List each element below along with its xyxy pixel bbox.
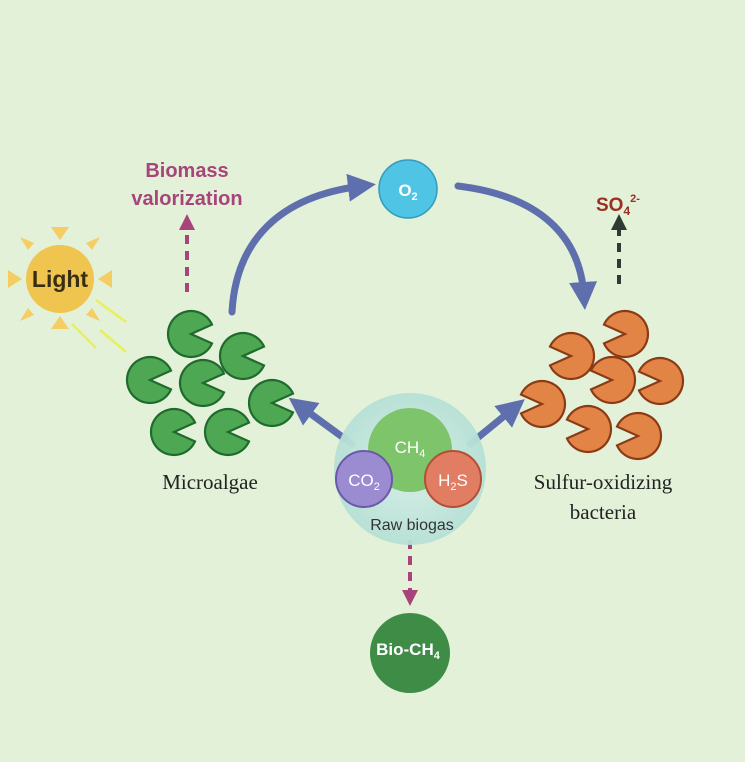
o2-subscript: 2 bbox=[412, 191, 418, 203]
biomass-label-line2: valorization bbox=[131, 188, 242, 210]
bio-ch4-bubble: Bio-CH4 bbox=[370, 613, 450, 693]
arrow-algae-to-o2 bbox=[228, 173, 376, 316]
h2s-label-end: S bbox=[457, 471, 468, 490]
bacteria-label-line2: bacteria bbox=[570, 500, 637, 524]
ch4-subscript: 4 bbox=[419, 448, 425, 460]
so4-subscript: 4 bbox=[623, 204, 630, 218]
o2-bubble: O2 bbox=[378, 159, 438, 219]
bio-ch4-label: Bio-CH bbox=[376, 640, 434, 659]
bio-ch4-subscript: 4 bbox=[434, 650, 441, 662]
h2s-label: H bbox=[438, 471, 450, 490]
bacteria-cluster bbox=[519, 309, 685, 461]
microalgae-cell-icon bbox=[149, 407, 197, 457]
microalgae-cell-icon bbox=[178, 358, 226, 408]
so4-label: SO42- bbox=[596, 193, 640, 218]
svg-text:H2S: H2S bbox=[438, 471, 468, 493]
so4-superscript: 2- bbox=[630, 193, 640, 205]
bacteria-cell-icon bbox=[637, 356, 685, 406]
svg-text:CO2: CO2 bbox=[348, 471, 380, 493]
bacteria-cell-icon bbox=[565, 404, 613, 454]
svg-text:CH4: CH4 bbox=[395, 438, 426, 460]
microalgae-cell-icon bbox=[218, 331, 266, 381]
bacteria-cell-icon bbox=[602, 309, 650, 359]
h2s-subscript: 2 bbox=[450, 481, 456, 493]
microalgae-cell-icon bbox=[247, 378, 295, 428]
microalgae-cell-icon bbox=[166, 309, 214, 359]
co2-label: CO bbox=[348, 471, 374, 490]
raw-biogas-bubble: CH4 CO2 H2S Raw biogas bbox=[334, 393, 486, 545]
ch4-label: CH bbox=[395, 438, 420, 457]
arrow-o2-to-bacteria bbox=[454, 182, 598, 310]
microalgae-cell-icon bbox=[125, 355, 173, 405]
raw-biogas-label: Raw biogas bbox=[370, 517, 454, 534]
co2-subscript: 2 bbox=[374, 481, 380, 493]
bacteria-cell-icon bbox=[519, 379, 567, 429]
microalgae-cluster bbox=[125, 309, 295, 457]
bacteria-cell-icon bbox=[615, 411, 663, 461]
svg-text:O2: O2 bbox=[398, 181, 417, 203]
sun-icon bbox=[8, 227, 127, 353]
bacteria-cell-icon bbox=[589, 355, 637, 405]
bacteria-label-line1: Sulfur-oxidizing bbox=[534, 470, 673, 494]
microalgae-cell-icon bbox=[203, 407, 251, 457]
bacteria-cell-icon bbox=[548, 331, 596, 381]
o2-label: O bbox=[398, 181, 411, 200]
microalgae-label: Microalgae bbox=[162, 470, 258, 494]
light-label: Light bbox=[32, 266, 89, 292]
biomass-label-line1: Biomass bbox=[145, 160, 228, 182]
so4-main: SO bbox=[596, 195, 623, 216]
svg-text:Bio-CH4: Bio-CH4 bbox=[376, 640, 441, 662]
